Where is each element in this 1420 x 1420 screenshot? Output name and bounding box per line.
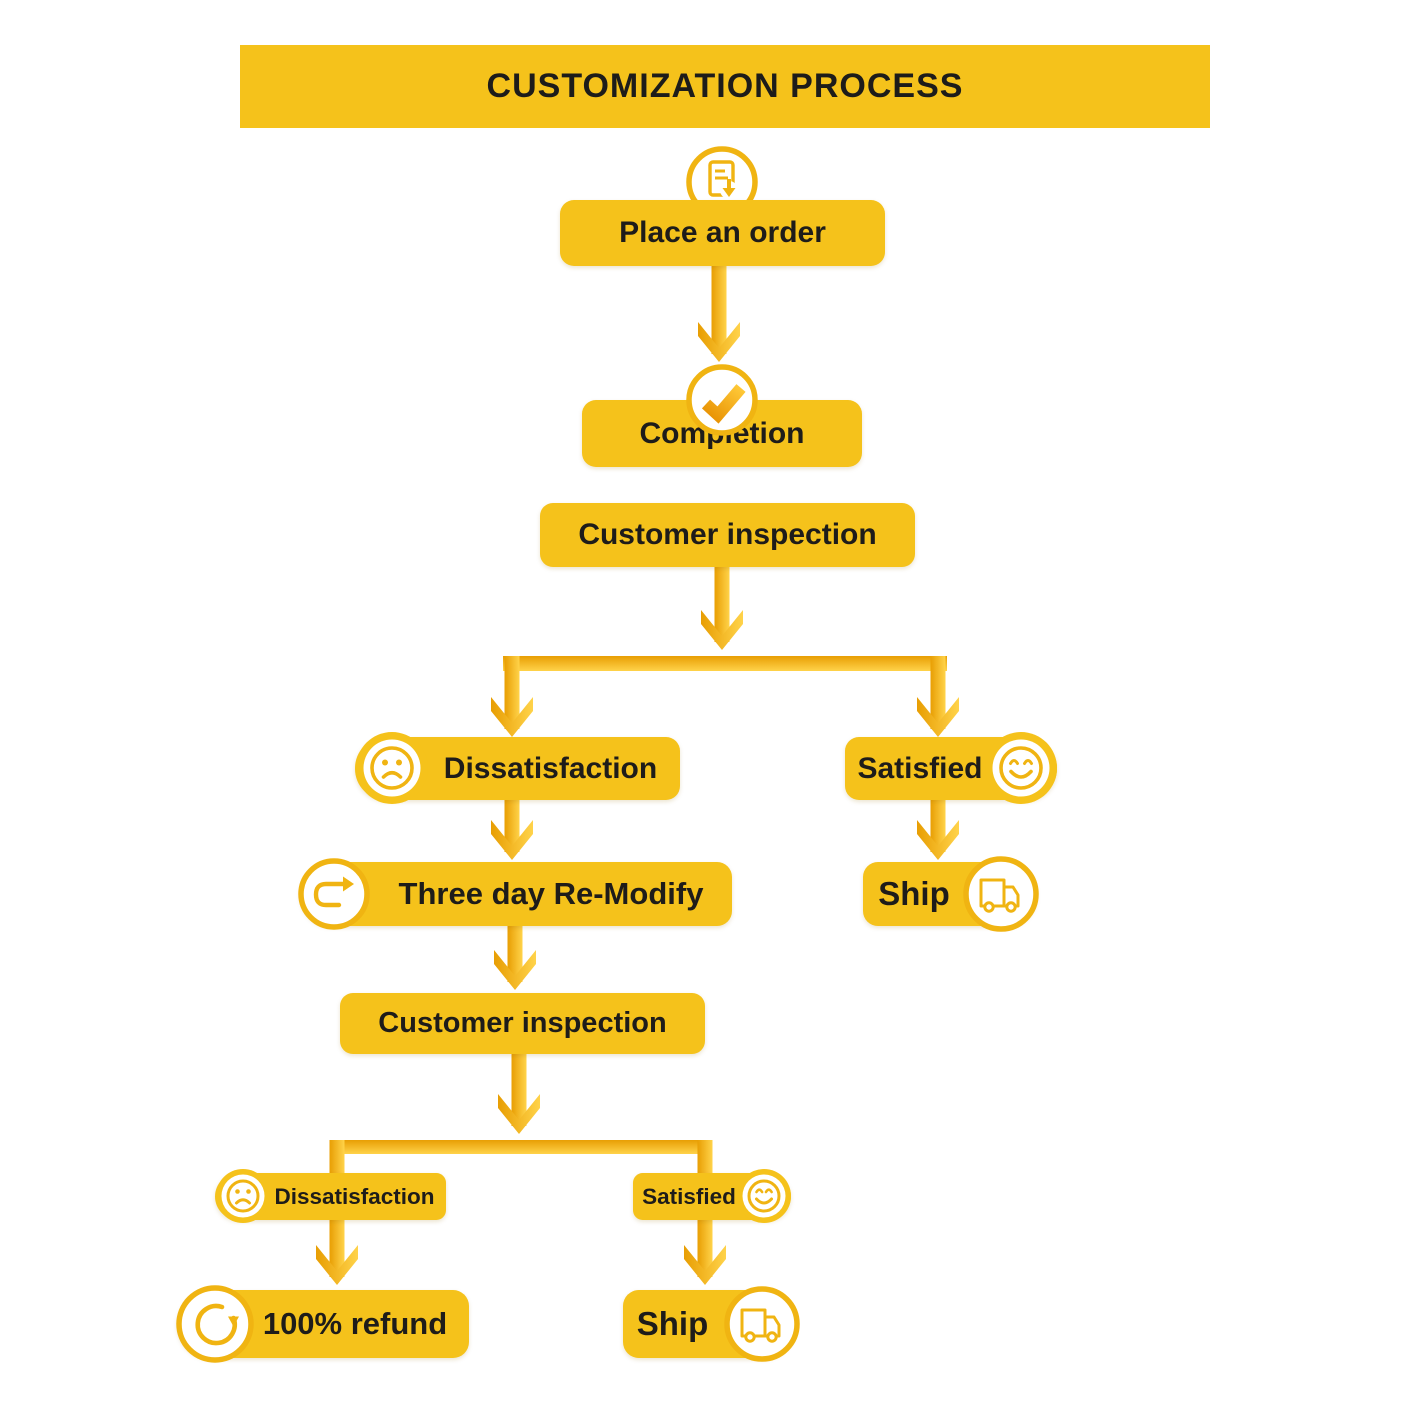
three-day-remodify-label: Three day Re-Modify <box>398 876 704 911</box>
sad-face-icon <box>356 732 428 804</box>
satisfied-label-2: Satisfied <box>642 1183 736 1209</box>
ship-label-1: Ship <box>878 875 950 912</box>
satisfied-label-1: Satisfied <box>857 751 983 785</box>
sad-face-icon <box>216 1169 270 1223</box>
check-icon <box>686 364 758 436</box>
ship-label-2: Ship <box>636 1305 709 1342</box>
truck-icon <box>963 856 1039 932</box>
customer-inspection-label-2: Customer inspection <box>378 1007 667 1039</box>
smiley-face-icon <box>737 1169 791 1223</box>
smiley-face-icon <box>985 732 1057 804</box>
customer-inspection-label-1: Customer inspection <box>578 518 877 551</box>
customer-inspection-box-2: Customer inspection <box>340 993 705 1054</box>
dissatisfaction-label-2: Dissatisfaction <box>274 1183 435 1209</box>
place-order-box: Place an order <box>560 200 885 266</box>
place-order-label: Place an order <box>619 216 826 249</box>
refund-icon <box>176 1285 254 1363</box>
customer-inspection-box-1: Customer inspection <box>540 503 915 567</box>
truck-icon <box>724 1286 800 1362</box>
order-document-icon <box>686 146 758 218</box>
three-day-remodify-box: Three day Re-Modify <box>300 862 732 926</box>
redo-icon <box>298 858 370 930</box>
title-banner: CUSTOMIZATION PROCESS <box>240 45 1210 128</box>
page-title: CUSTOMIZATION PROCESS <box>486 67 964 105</box>
dissatisfaction-label-1: Dissatisfaction <box>443 751 658 785</box>
refund-label: 100% refund <box>262 1306 448 1341</box>
